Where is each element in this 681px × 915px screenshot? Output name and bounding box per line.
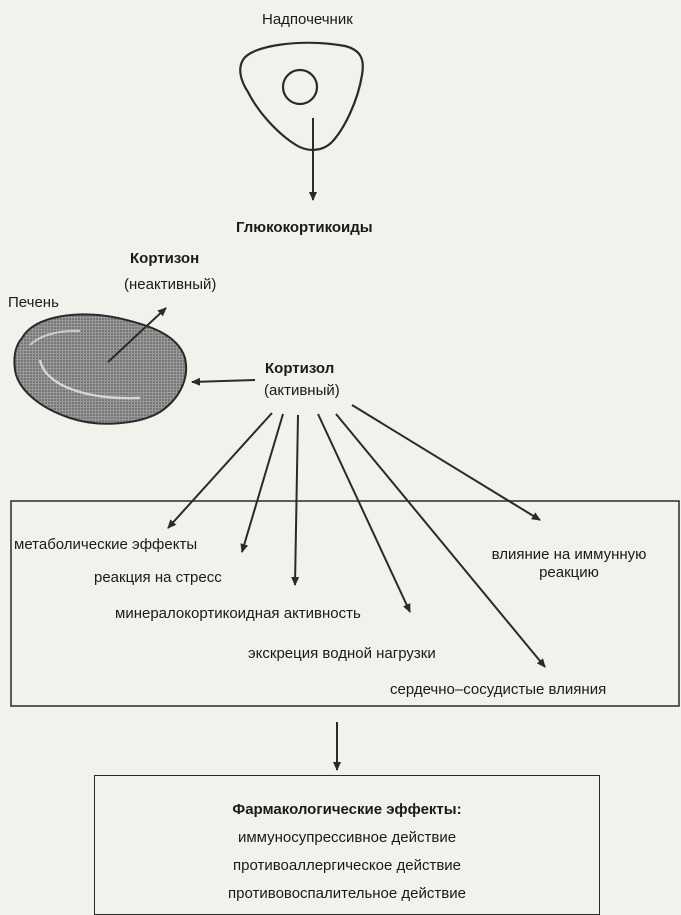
pharmacological-box: Фармакологические эффекты: иммуносупресс… xyxy=(94,775,600,915)
arrow-stress xyxy=(242,414,283,552)
effect-immune: влияние на иммунную реакцию xyxy=(484,546,654,582)
pharmacological-title: Фармакологические эффекты: xyxy=(95,796,599,824)
effect-cardio: сердечно–сосудистые влияния xyxy=(390,681,606,699)
arrow-metabolic xyxy=(168,413,272,528)
arrow-water xyxy=(318,414,410,612)
cortisol-state: (активный) xyxy=(264,382,340,400)
effect-metabolic: метаболические эффекты xyxy=(14,536,197,554)
effects-box xyxy=(11,501,679,706)
arrow-mineralocorticoid xyxy=(295,415,298,585)
effect-immune-line2: реакцию xyxy=(484,564,654,582)
cortisol-name: Кортизол xyxy=(265,360,334,378)
cortisone-name: Кортизон xyxy=(130,250,199,268)
arrow-cardio xyxy=(336,414,545,667)
liver-shape xyxy=(14,314,186,423)
effect-immune-line1: влияние на иммунную xyxy=(484,546,654,564)
arrow-immune xyxy=(352,405,540,520)
effect-water: экскреция водной нагрузки xyxy=(248,645,436,663)
adrenal-nucleus xyxy=(283,70,317,104)
glucocorticoids-label: Глюкокортикоиды xyxy=(236,219,373,237)
pharmacological-item-immunosuppressive: иммуносупрессивное действие xyxy=(95,824,599,852)
liver-label: Печень xyxy=(8,294,59,312)
adrenal-label: Надпочечник xyxy=(262,11,353,29)
cortisol-to-liver-arrow xyxy=(192,380,255,382)
cortisone-state: (неактивный) xyxy=(124,276,216,294)
effect-mineralocorticoid: минералокортикоидная активность xyxy=(115,605,361,623)
pharmacological-item-antiinflammatory: противовоспалительное действие xyxy=(95,880,599,908)
adrenal-gland-shape xyxy=(240,43,363,150)
pharmacological-item-antiallergic: противоаллергическое действие xyxy=(95,852,599,880)
effect-stress: реакция на стресс xyxy=(94,569,222,587)
